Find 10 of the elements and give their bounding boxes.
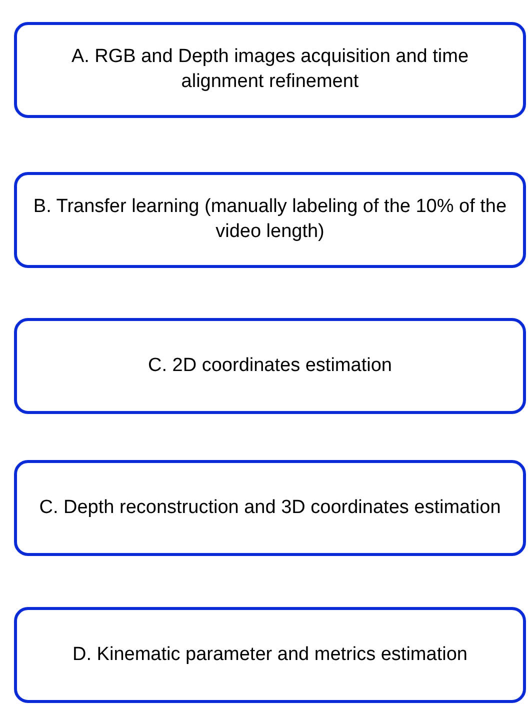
step-text: D. Kinematic parameter and metrics estimation bbox=[72, 642, 468, 667]
process-box bbox=[14, 318, 526, 414]
process-box bbox=[14, 607, 526, 703]
process-box bbox=[14, 22, 526, 118]
step-text: C. Depth reconstruction and 3D coordinates estimation bbox=[39, 496, 501, 520]
process-box bbox=[14, 460, 526, 556]
step-text: B. Transfer learning (manually labeling of the 10% of the video length) bbox=[32, 195, 508, 244]
process-box bbox=[14, 172, 526, 268]
step-text: A. RGB and Depth images acquisition and time alignment refinement bbox=[70, 45, 470, 94]
step-text: C. 2D coordinates estimation bbox=[148, 354, 392, 378]
